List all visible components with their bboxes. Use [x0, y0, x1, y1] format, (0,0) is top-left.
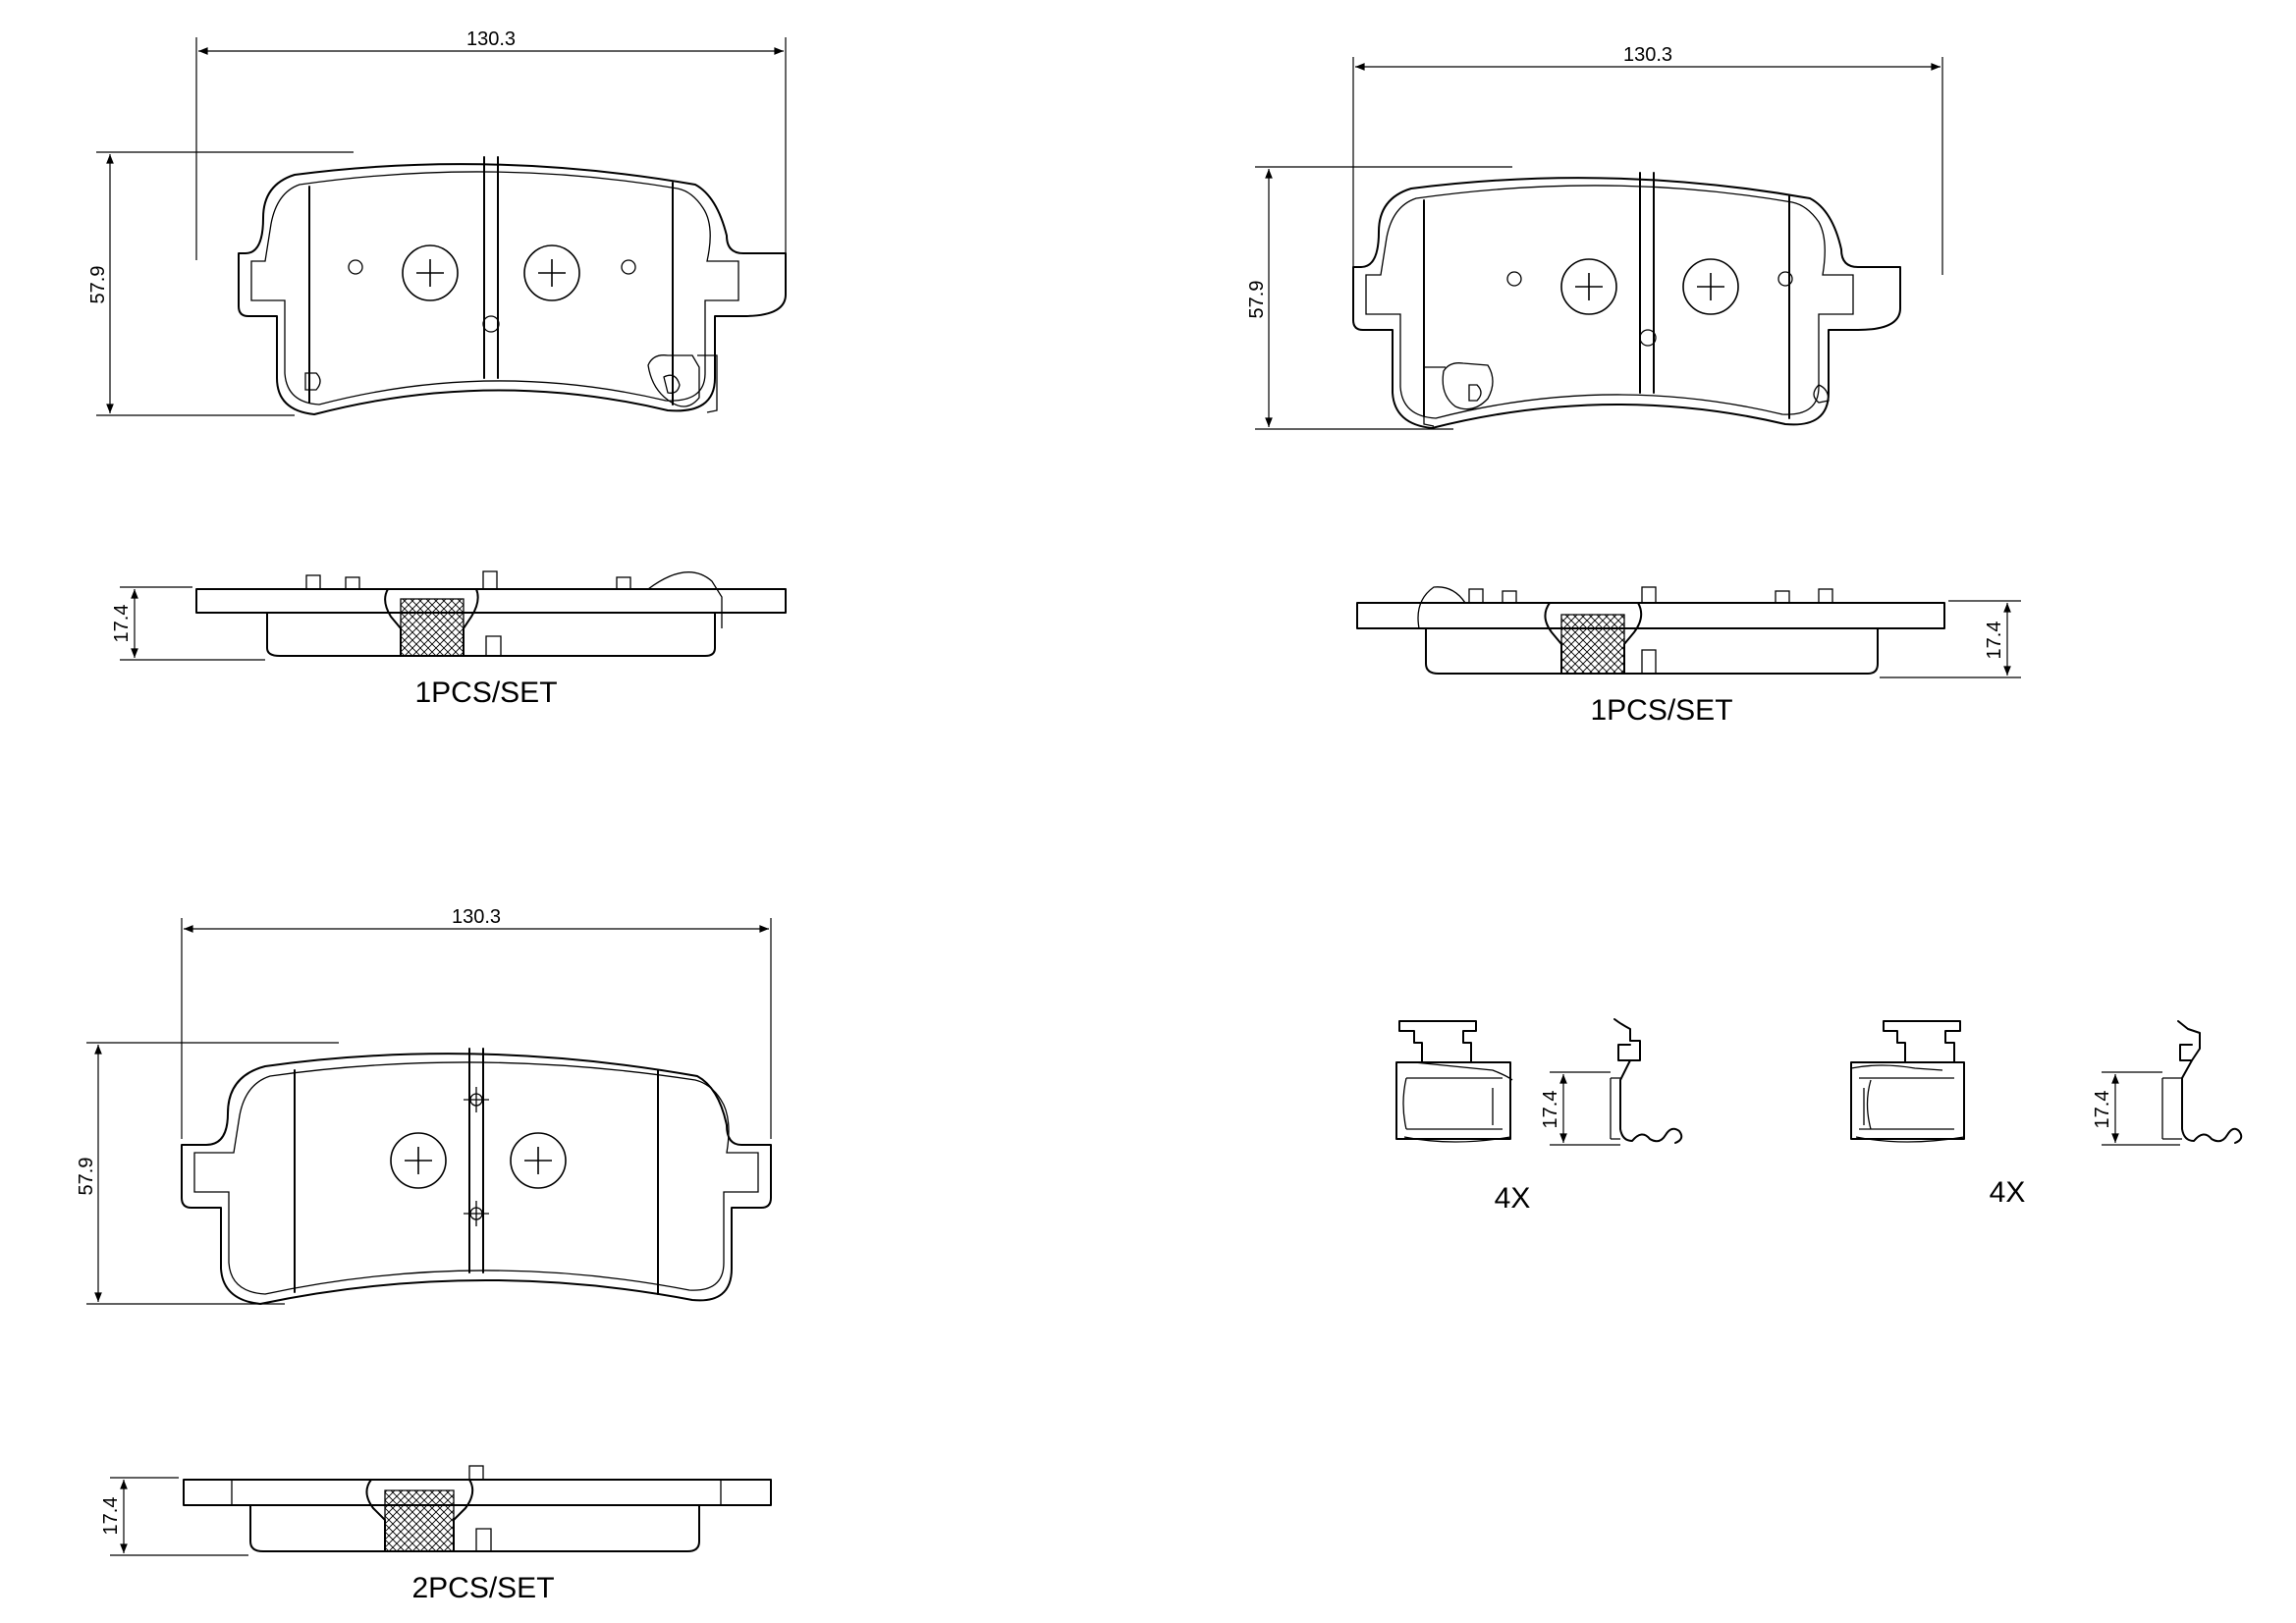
pad-2-height-label: 57.9 — [1246, 281, 1268, 319]
clip-2-qty-label: 4X — [1990, 1176, 2026, 1209]
rivet-marker-icon — [464, 1087, 489, 1112]
pad-3-front-view: 130.3 57.9 — [76, 906, 772, 1305]
bolt-hole-icon — [390, 1132, 447, 1189]
clip-1: 17.4 4X — [1395, 1018, 1683, 1215]
pad-2-front-view: 130.3 57.9 — [1246, 44, 1943, 430]
pad-1-side-view: 17.4 1PCS/SET — [111, 570, 787, 709]
pad-2-side-view: 17.4 1PCS/SET — [1356, 586, 2021, 727]
pad-3-height-label: 57.9 — [76, 1158, 97, 1196]
bolt-hole-icon — [1560, 258, 1617, 315]
bolt-hole-icon — [1682, 258, 1739, 315]
bolt-hole-icon — [523, 244, 580, 301]
pad-3-set-label: 2PCS/SET — [411, 1572, 554, 1604]
clip-2-height-label: 17.4 — [2092, 1091, 2113, 1129]
pad-3-side-view: 17.4 2PCS/SET — [100, 1465, 772, 1604]
pad-1-width-label: 130.3 — [466, 28, 516, 50]
pad-2-thickness-label: 17.4 — [1984, 622, 2005, 660]
bolt-hole-icon — [510, 1132, 567, 1189]
pad-1-set-label: 1PCS/SET — [414, 676, 557, 709]
pad-1-height-label: 57.9 — [87, 266, 109, 304]
pad-3-thickness-label: 17.4 — [100, 1497, 122, 1536]
pad-3-width-label: 130.3 — [452, 906, 501, 928]
pad-2-set-label: 1PCS/SET — [1590, 694, 1732, 727]
pad-1-front-view: 130.3 57.9 — [87, 28, 787, 416]
bolt-hole-icon — [402, 244, 459, 301]
clip-1-qty-label: 4X — [1495, 1182, 1531, 1215]
rivet-marker-icon — [464, 1201, 489, 1226]
clip-1-height-label: 17.4 — [1540, 1091, 1561, 1129]
clip-2: 17.4 4X — [1850, 1020, 2243, 1209]
pad-1-thickness-label: 17.4 — [111, 605, 133, 643]
pad-2-width-label: 130.3 — [1623, 44, 1672, 66]
